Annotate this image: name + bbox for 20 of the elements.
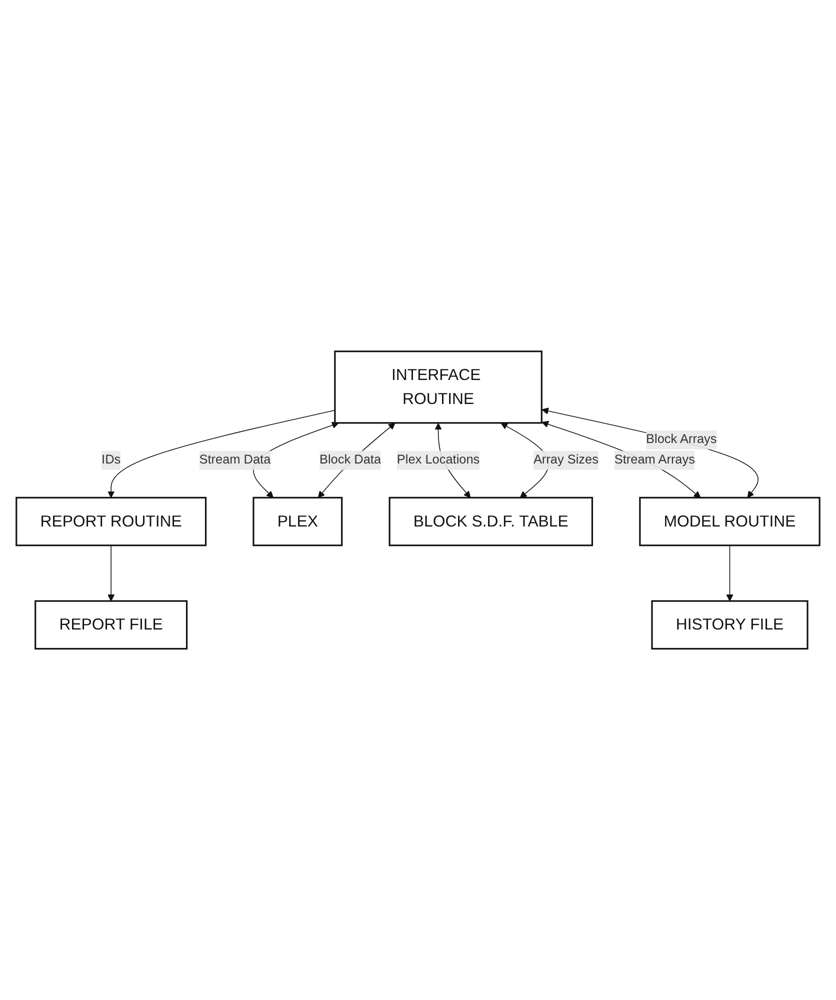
node-box: REPORT ROUTINE: [16, 496, 207, 546]
edge-label: Block Arrays: [646, 432, 717, 446]
node-box: REPORT FILE: [34, 600, 188, 650]
edge-label: Plex Locations: [396, 453, 480, 467]
node-box: MODEL ROUTINE: [639, 496, 820, 546]
edge-label: Array Sizes: [533, 453, 598, 467]
edge-label: IDs: [102, 453, 121, 467]
arrow: [542, 408, 759, 498]
arrow: [542, 420, 701, 498]
node-box: HISTORY FILE: [651, 600, 808, 650]
arrow: [108, 544, 115, 602]
edge-label: Block Data: [320, 453, 382, 467]
arrow: [318, 422, 396, 498]
arrow: [726, 544, 734, 602]
node-box: PLEX: [252, 496, 343, 546]
edge-label: Stream Arrays: [614, 453, 695, 467]
node-box: INTERFACE ROUTINE: [334, 350, 542, 424]
edge-label: Stream Data: [199, 453, 271, 467]
arrow: [108, 410, 336, 498]
node-box: BLOCK S.D.F. TABLE: [388, 496, 594, 546]
